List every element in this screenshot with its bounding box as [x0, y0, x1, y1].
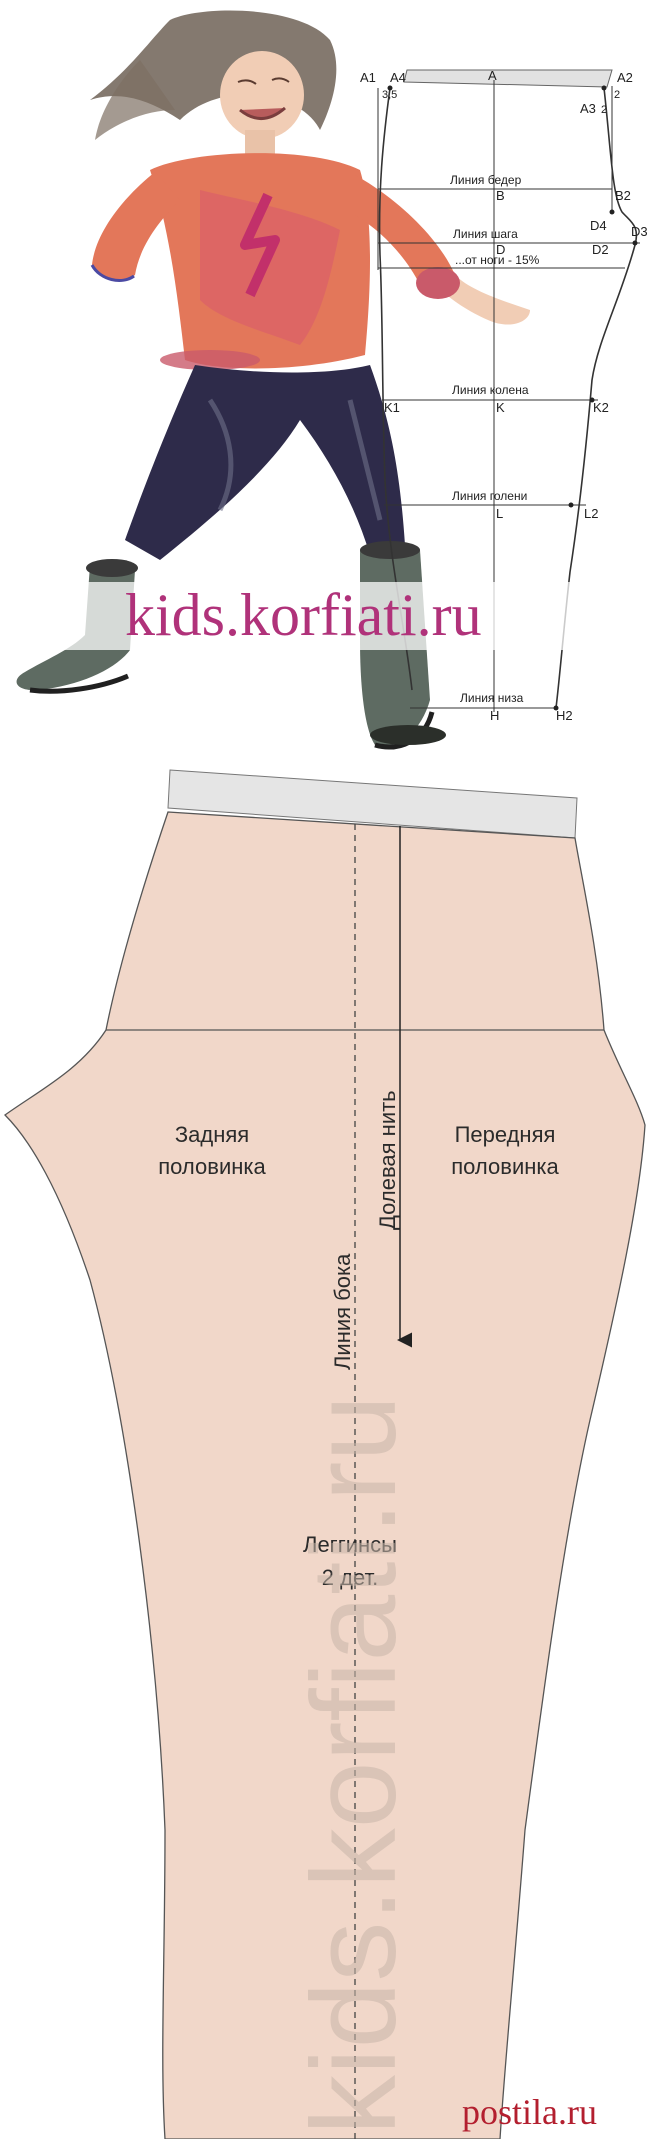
watermark-vertical: kids.korfiati.ru: [287, 1395, 421, 2135]
bottom-line-label: Линия низа: [460, 691, 524, 705]
front-half-label-2: половинка: [451, 1154, 559, 1179]
watermark-corner: postila.ru: [462, 2092, 597, 2132]
point-a2: A2: [617, 70, 633, 85]
leg-reduction-label: ...от ноги - 15%: [455, 253, 540, 267]
front-half-label-1: Передняя: [455, 1122, 556, 1147]
watermark-top: kids.korfiati.ru: [125, 582, 482, 648]
item-count: 2 дет.: [322, 1565, 378, 1590]
point-a1: A1: [360, 70, 376, 85]
point-k2: K2: [593, 400, 609, 415]
hips-line-label: Линия бедер: [450, 173, 522, 187]
point-k1: K1: [384, 400, 400, 415]
item-title: Леггинсы: [303, 1532, 397, 1557]
back-half-label-2: половинка: [158, 1154, 266, 1179]
measure-2-side: 2: [601, 104, 607, 116]
side-line-label: Линия бока: [330, 1253, 355, 1370]
point-h: H: [490, 708, 499, 723]
measure-3-5: 3,5: [382, 89, 397, 101]
point-k: K: [496, 400, 505, 415]
knee-line-label: Линия колена: [452, 383, 529, 397]
point-d3: D3: [631, 224, 648, 239]
back-half-label-1: Задняя: [175, 1122, 249, 1147]
crotch-line-label: Линия шага: [453, 227, 518, 241]
point-a3: A3: [580, 101, 596, 116]
grain-line-label: Долевая нить: [375, 1090, 400, 1230]
shin-line-label: Линия голени: [452, 489, 527, 503]
pattern-piece: Задняя половинка Передняя половинка Доле…: [3, 769, 646, 2139]
point-l: L: [496, 506, 503, 521]
point-d2: D2: [592, 242, 609, 257]
measure-2-top: 2: [614, 89, 620, 101]
girl-illustration: [16, 10, 530, 750]
point-b2: B2: [615, 188, 631, 203]
watermark-band: [0, 582, 660, 650]
point-d: D: [496, 242, 505, 257]
point-b: B: [496, 188, 505, 203]
point-a: A: [488, 68, 497, 83]
point-d4: D4: [590, 218, 607, 233]
point-h2: H2: [556, 708, 573, 723]
point-a4: A4: [390, 70, 406, 85]
point-l2: L2: [584, 506, 598, 521]
